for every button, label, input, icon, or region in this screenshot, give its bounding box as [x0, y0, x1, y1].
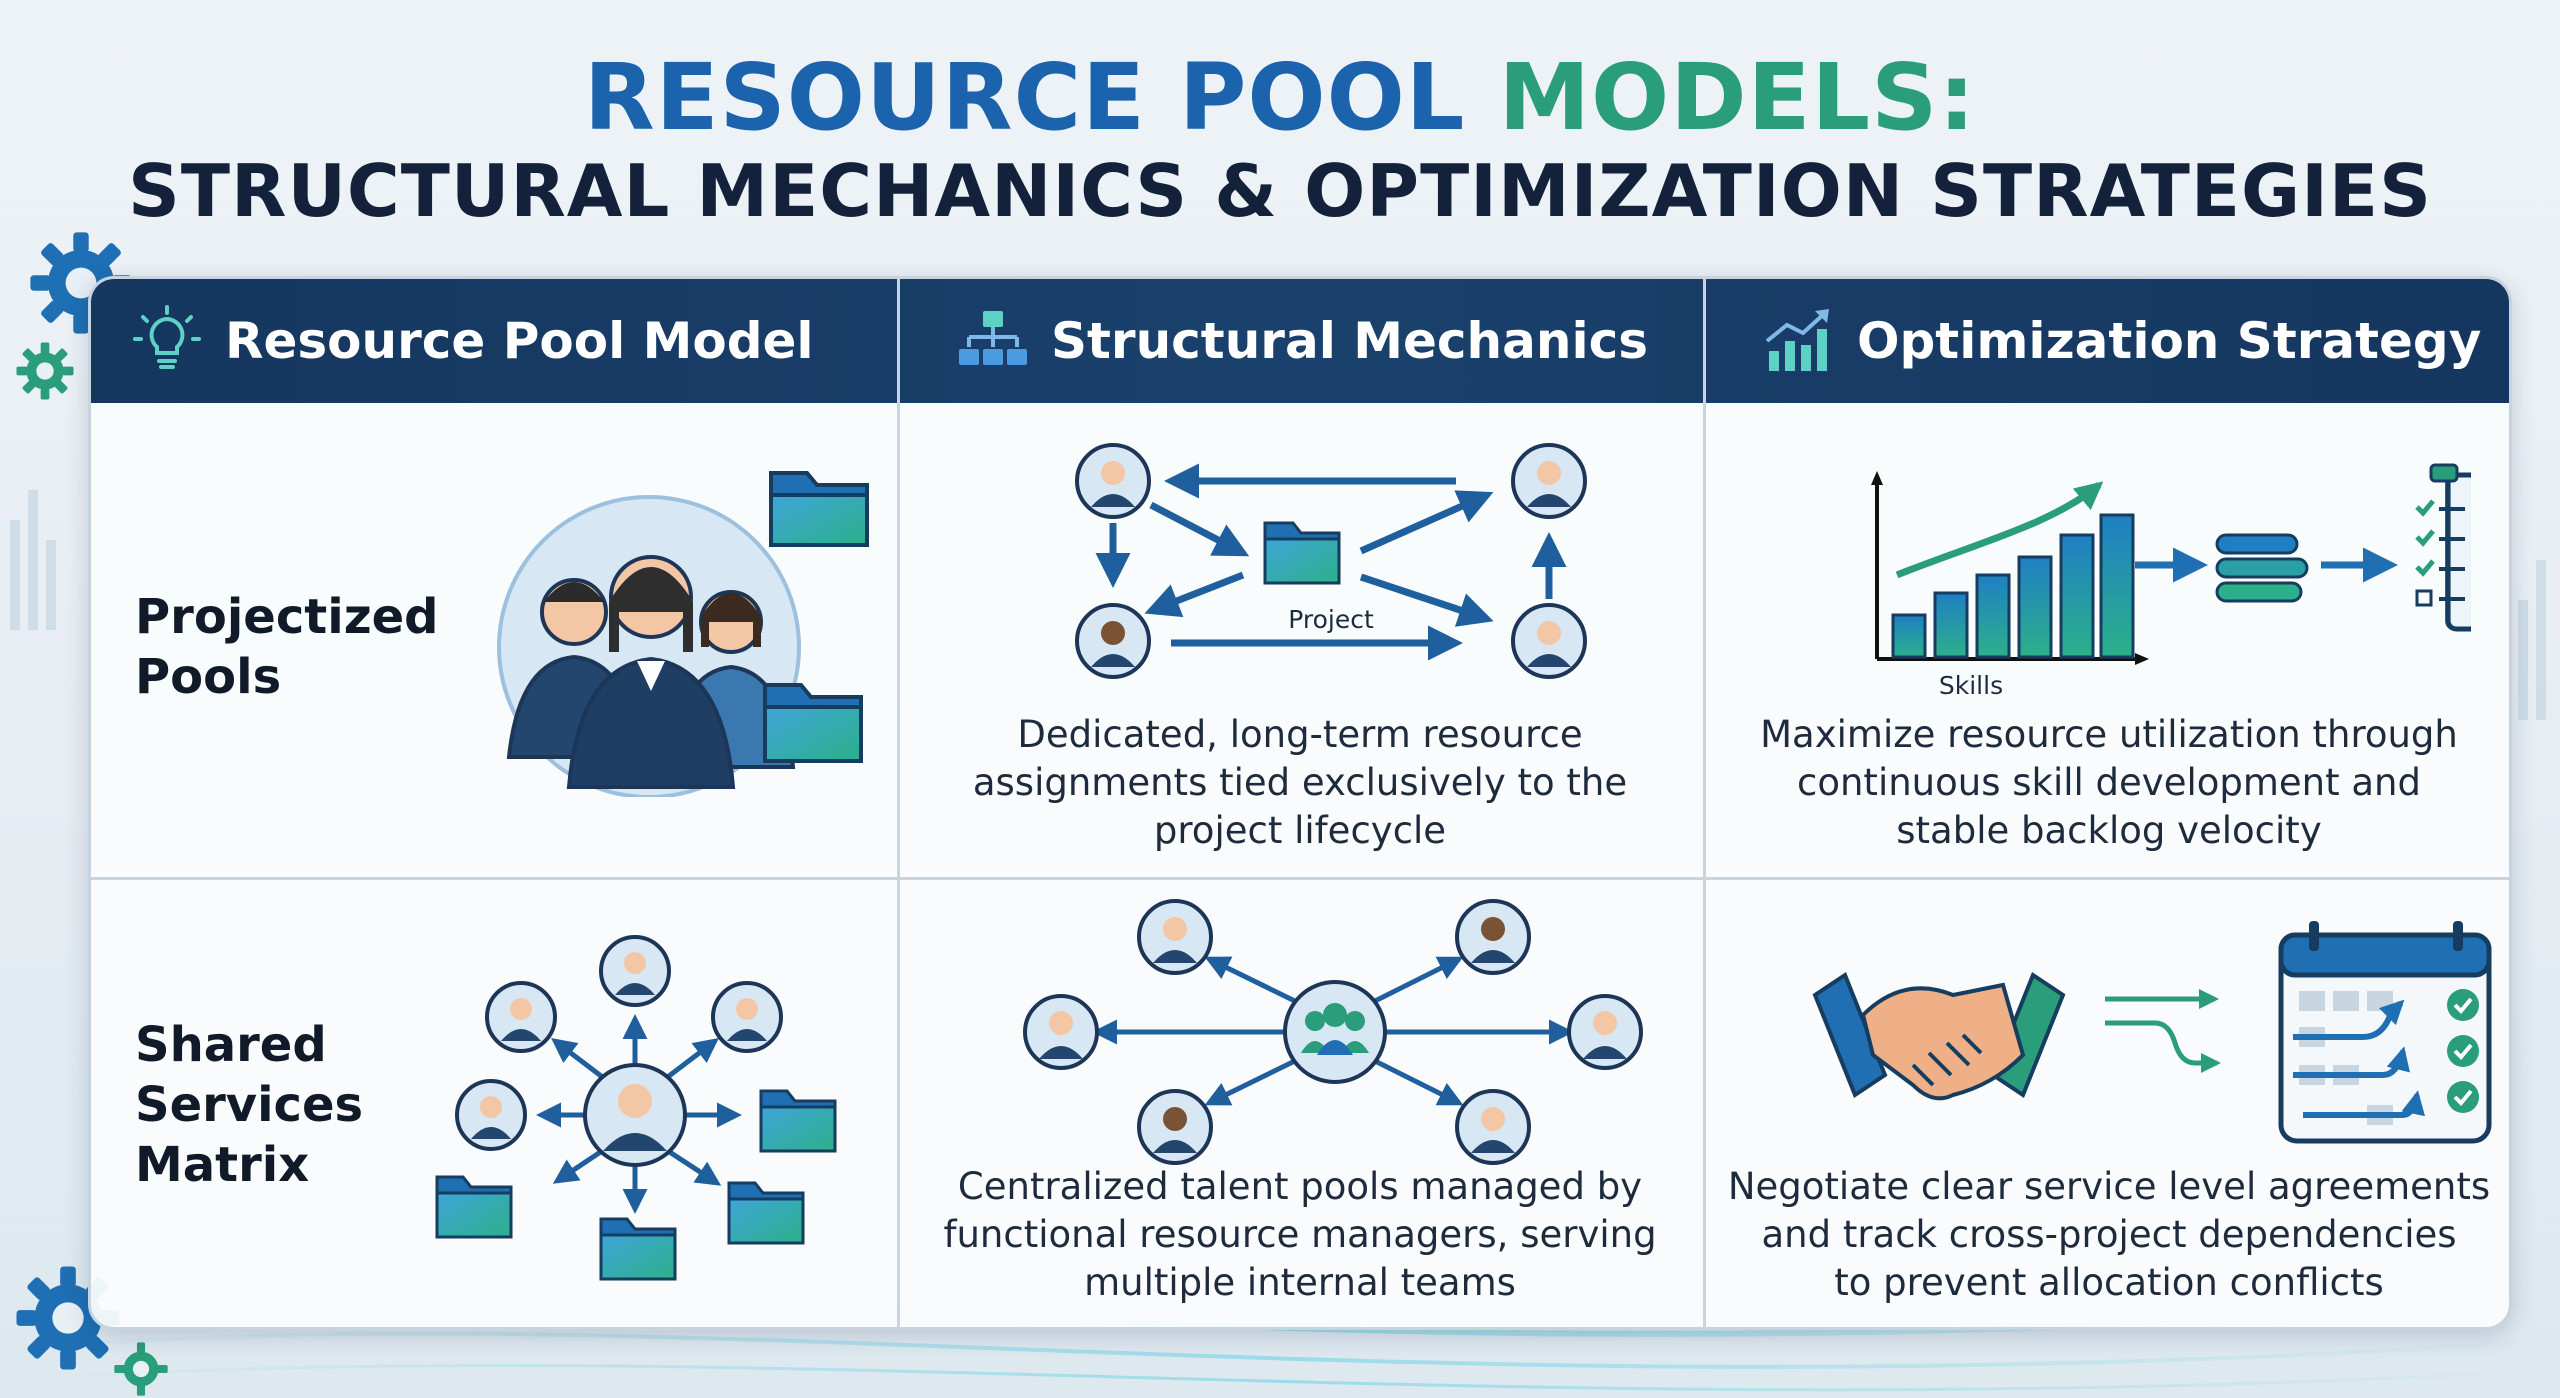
avatar [1511, 603, 1587, 679]
header-label: Optimization Strategy [1857, 312, 2482, 370]
calendar-icon [2278, 921, 2492, 1144]
row-label-line: Matrix [135, 1137, 310, 1193]
folder-icon [759, 1089, 837, 1153]
strategy-description: Negotiate clear service level agreements… [1717, 1163, 2501, 1307]
avatar [1137, 1089, 1213, 1165]
folder-icon [435, 1175, 513, 1239]
row-label-line: Projectized [135, 589, 439, 645]
folder-icon [599, 1217, 677, 1281]
avatar [1023, 994, 1099, 1070]
chart-axis-label: Skills [1938, 671, 2004, 700]
diagram-label: Project [1288, 605, 1374, 634]
gear-icon [114, 1342, 168, 1396]
row-label-line: Services [135, 1077, 364, 1133]
folder-icon [727, 1181, 805, 1245]
team-hub-icon [1283, 980, 1387, 1084]
page-title: RESOURCE POOL MODELS: [0, 48, 2560, 148]
row-label-projectized-pools: Projectized Pools [135, 587, 439, 707]
avatar [1075, 603, 1151, 679]
header-label: Resource Pool Model [225, 312, 814, 370]
folder-icon [769, 471, 869, 547]
hub-spoke-illustration [435, 935, 837, 1281]
avatar [455, 1079, 527, 1151]
skills-growth-chart [1871, 463, 2471, 665]
person-icon [566, 555, 736, 789]
avatar [1075, 443, 1151, 519]
avatar [1455, 1089, 1531, 1165]
mechanics-description: Centralized talent pools managed by func… [911, 1163, 1689, 1307]
avatar [485, 981, 557, 1053]
header-structural-mechanics: Structural Mechanics [957, 279, 1648, 403]
description-line: assignments tied exclusively to the [972, 761, 1628, 804]
title-part-green: MODELS: [1498, 44, 1977, 151]
description-line: continuous skill development and [1797, 761, 2421, 804]
description-line: project lifecycle [1153, 809, 1447, 852]
row-label-line: Pools [135, 649, 282, 705]
project-network-diagram [1075, 443, 1587, 679]
clipboard-icon [2415, 463, 2471, 632]
strategy-description: Maximize resource utilization through co… [1717, 711, 2501, 855]
description-line: to prevent allocation conflicts [1834, 1261, 2384, 1304]
description-line: Maximize resource utilization through [1760, 713, 2458, 756]
description-line: functional resource managers, serving [943, 1213, 1657, 1256]
column-divider [897, 279, 900, 1327]
description-line: Negotiate clear service level agreements [1727, 1165, 2491, 1208]
description-line: multiple internal teams [1084, 1261, 1516, 1304]
avatar [1455, 899, 1531, 975]
avatar [583, 1063, 687, 1167]
avatar [1567, 994, 1643, 1070]
folder-icon [1263, 521, 1341, 585]
lightbulb-icon [133, 305, 201, 369]
avatar [599, 935, 671, 1007]
handshake-icon [1812, 971, 2066, 1101]
gear-icon [16, 1266, 120, 1370]
team-illustration [497, 471, 869, 797]
comparison-table: Resource Pool Model Structural Mechanics [88, 276, 2512, 1330]
avatar [1511, 443, 1587, 519]
shared-services-network [1023, 899, 1643, 1165]
folder-icon [763, 683, 863, 763]
description-line: Centralized talent pools managed by [957, 1165, 1643, 1208]
avatar [711, 981, 783, 1053]
sla-calendar-illustration [1812, 921, 2492, 1144]
table-header: Resource Pool Model Structural Mechanics [91, 279, 2509, 403]
mechanics-description: Dedicated, long-term resource assignment… [911, 711, 1689, 855]
avatar [1137, 899, 1213, 975]
row-label-line: Shared [135, 1017, 327, 1073]
header-optimization-strategy: Optimization Strategy [1763, 279, 2481, 403]
header-resource-pool-model: Resource Pool Model [131, 279, 814, 403]
column-divider [1703, 279, 1706, 1327]
row-divider [91, 877, 2509, 880]
growth-chart-icon [1765, 309, 1829, 371]
description-line: stable backlog velocity [1896, 809, 2322, 852]
org-chart-icon [959, 311, 1027, 365]
page-subtitle: STRUCTURAL MECHANICS & OPTIMIZATION STRA… [128, 149, 2432, 233]
row-label-shared-services-matrix: Shared Services Matrix [135, 1015, 363, 1195]
description-line: Dedicated, long-term resource [1017, 713, 1583, 756]
description-line: and track cross-project dependencies [1761, 1213, 2457, 1256]
header-label: Structural Mechanics [1051, 312, 1649, 370]
title-part-blue: RESOURCE POOL [583, 44, 1466, 151]
gear-icon [16, 342, 74, 400]
stacked-list-icon [2215, 533, 2309, 603]
